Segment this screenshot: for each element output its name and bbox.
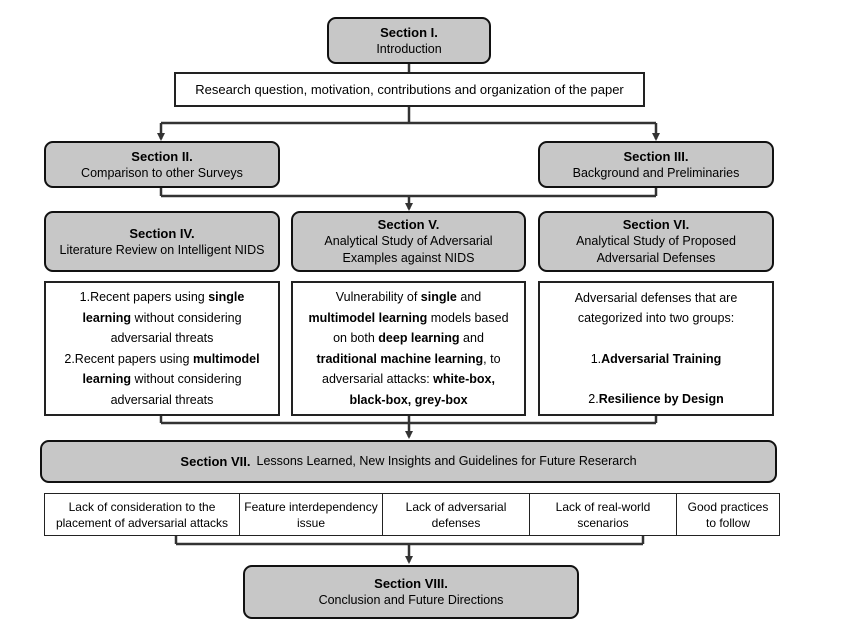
defenses-intro: Adversarial defenses that are categorize…: [574, 290, 738, 326]
intro-detail-text: Research question, motivation, contribut…: [195, 82, 624, 97]
section-title: Section I.: [380, 24, 438, 40]
section-vi-content: Adversarial defenses that are categorize…: [538, 281, 774, 416]
intro-detail-box: Research question, motivation, contribut…: [174, 72, 645, 107]
section-iii-box: Section III. Background and Preliminarie…: [538, 141, 774, 188]
section-v-box: Section V. Analytical Study of Adversari…: [291, 211, 526, 272]
section-vii-box: Section VII. Lessons Learned, New Insigh…: [40, 440, 777, 483]
section-title: Section III.: [623, 148, 689, 164]
section-title: Section II.: [131, 148, 193, 164]
section-vi-box: Section VI. Analytical Study of Proposed…: [538, 211, 774, 272]
section-title: Section V.: [377, 217, 440, 232]
section-title: Section VI.: [622, 217, 690, 232]
section-viii-box: Section VIII. Conclusion and Future Dire…: [243, 565, 579, 619]
section-subtitle: Comparison to other Surveys: [81, 165, 243, 180]
section-title: Section VIII.: [374, 576, 448, 591]
lesson-item: Lack of real-world scenarios: [529, 493, 677, 536]
section-subtitle: Background and Preliminaries: [572, 165, 740, 180]
lesson-item: Lack of consideration to the placement o…: [44, 493, 240, 536]
literature-item-multimodel: 2.Recent papers using multimodel learnin…: [64, 351, 260, 407]
section-iv-content: 1.Recent papers using single learning wi…: [44, 281, 280, 416]
section-v-content: Vulnerability of single and multimodel l…: [291, 281, 526, 416]
section-subtitle: Literature Review on Intelligent NIDS: [59, 242, 265, 257]
section-title: Section IV.: [129, 225, 195, 241]
section-i-box: Section I. Introduction: [327, 17, 491, 64]
lesson-item: Good practices to follow: [676, 493, 780, 536]
section-title: Section VII.: [180, 454, 251, 469]
section-subtitle-line1: Analytical Study of Adversarial: [324, 234, 493, 248]
defense-item-resilience: 2.Resilience by Design: [588, 392, 724, 406]
section-subtitle-line2: Examples against NIDS: [342, 251, 475, 265]
section-subtitle: Lessons Learned, New Insights and Guidel…: [256, 454, 637, 468]
defense-item-training: 1.Adversarial Training: [590, 351, 722, 366]
lesson-item: Feature interdependency issue: [239, 493, 383, 536]
literature-item-single: 1.Recent papers using single learning wi…: [79, 290, 245, 345]
section-subtitle: Conclusion and Future Directions: [318, 593, 504, 607]
section-ii-box: Section II. Comparison to other Surveys: [44, 141, 280, 188]
section-subtitle: Introduction: [376, 41, 442, 56]
section-subtitle-line1: Analytical Study of Proposed: [576, 234, 736, 248]
adversarial-study-text: Vulnerability of single and multimodel l…: [308, 290, 509, 407]
section-subtitle-line2: Adversarial Defenses: [596, 251, 716, 265]
lesson-item: Lack of adversarial defenses: [382, 493, 530, 536]
section-iv-box: Section IV. Literature Review on Intelli…: [44, 211, 280, 272]
